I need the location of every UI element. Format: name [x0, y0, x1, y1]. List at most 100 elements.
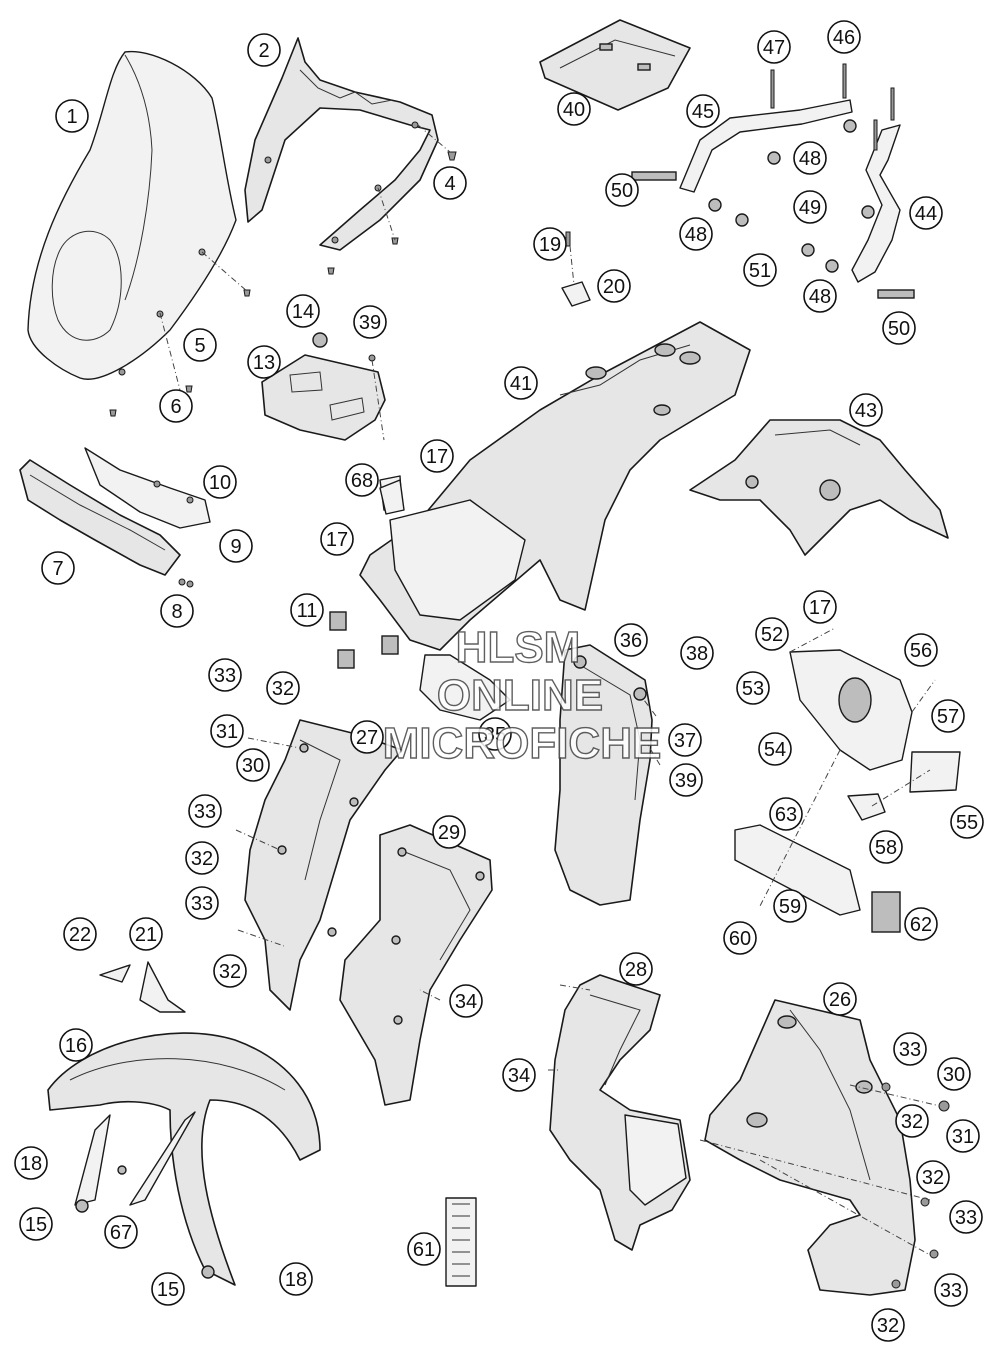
callout-circle	[247, 345, 281, 379]
callout-37: 37	[668, 723, 702, 757]
callout-number: 37	[674, 730, 696, 752]
callout-circle	[949, 1200, 983, 1234]
callout-circle	[433, 166, 467, 200]
callout-number: 2	[258, 40, 269, 62]
callout-circle	[208, 658, 242, 692]
callout-number: 39	[359, 312, 381, 334]
callout-circle	[55, 99, 89, 133]
callout-27: 27	[350, 720, 384, 754]
callout-circle	[420, 439, 454, 473]
callout-number: 18	[285, 1269, 307, 1291]
callout-62: 62	[904, 907, 938, 941]
callout-circle	[345, 463, 379, 497]
callout-59: 59	[773, 889, 807, 923]
part-small-guards	[99, 961, 186, 1013]
callout-number: 49	[799, 197, 821, 219]
callout-58: 58	[869, 830, 903, 864]
callout-circle	[279, 1262, 313, 1296]
callout-circle	[286, 294, 320, 328]
callout-number: 31	[952, 1126, 974, 1148]
callout-circle	[736, 671, 770, 705]
callout-17: 17	[420, 439, 454, 473]
callout-circle	[151, 1272, 185, 1306]
callout-circle	[849, 393, 883, 427]
callout-number: 60	[729, 928, 751, 950]
callout-33: 33	[208, 658, 242, 692]
part-front-spoiler	[19, 447, 211, 588]
callout-number: 46	[833, 27, 855, 49]
callout-number: 45	[692, 101, 714, 123]
callout-circle	[743, 253, 777, 287]
callout-number: 32	[219, 961, 241, 983]
watermark: HLSM ONLINE MICROFICHE	[382, 622, 662, 768]
callout-15: 15	[19, 1207, 53, 1241]
callout-number: 26	[829, 989, 851, 1011]
callout-60: 60	[723, 921, 757, 955]
callout-number: 41	[510, 373, 532, 395]
callout-circle	[104, 1215, 138, 1249]
callout-labels: 1245678910111314151516171717181819202122…	[14, 20, 984, 1342]
part-windscreen	[27, 50, 237, 380]
callout-number: 52	[761, 624, 783, 646]
part-clip	[561, 231, 591, 307]
part-grab-handles	[631, 63, 915, 299]
callout-number: 1	[66, 106, 77, 128]
callout-circle	[605, 173, 639, 207]
callout-number: 33	[194, 801, 216, 823]
callout-2: 2	[247, 33, 281, 67]
callout-number: 56	[910, 640, 932, 662]
callout-circle	[757, 30, 791, 64]
callout-48: 48	[793, 141, 827, 175]
callout-32: 32	[871, 1308, 905, 1342]
callout-50: 50	[605, 173, 639, 207]
callout-number: 29	[438, 822, 460, 844]
callout-13: 13	[247, 345, 281, 379]
callout-circle	[869, 830, 903, 864]
callout-number: 10	[209, 472, 231, 494]
callout-53: 53	[736, 671, 770, 705]
callout-number: 61	[413, 1239, 435, 1261]
callout-number: 35	[484, 724, 506, 746]
callout-circle	[350, 720, 384, 754]
callout-number: 27	[356, 727, 378, 749]
callout-number: 59	[779, 896, 801, 918]
callout-number: 31	[216, 721, 238, 743]
callout-number: 32	[191, 848, 213, 870]
callout-number: 48	[685, 224, 707, 246]
callout-36: 36	[614, 623, 648, 657]
callout-54: 54	[758, 732, 792, 766]
callout-39: 39	[353, 305, 387, 339]
callout-number: 18	[20, 1153, 42, 1175]
callout-number: 15	[25, 1214, 47, 1236]
callout-33: 33	[188, 794, 222, 828]
part-bracket-13	[261, 332, 386, 441]
callout-number: 50	[888, 318, 910, 340]
part-fender-insert	[419, 644, 653, 906]
callout-circle	[14, 1146, 48, 1180]
callout-22: 22	[63, 917, 97, 951]
callout-39: 39	[669, 763, 703, 797]
callout-circle	[478, 717, 512, 751]
callout-57: 57	[931, 699, 965, 733]
callout-11: 11	[290, 593, 324, 627]
callout-circle	[871, 1308, 905, 1342]
callout-number: 17	[809, 597, 831, 619]
callout-circle	[680, 636, 714, 670]
callout-circle	[679, 217, 713, 251]
callout-circle	[793, 190, 827, 224]
callout-41: 41	[504, 366, 538, 400]
callout-18: 18	[279, 1262, 313, 1296]
callout-circle	[803, 279, 837, 313]
callout-14: 14	[286, 294, 320, 328]
part-headlight-mask	[109, 37, 457, 417]
callout-32: 32	[916, 1160, 950, 1194]
callout-34: 34	[502, 1058, 536, 1092]
callout-number: 4	[444, 173, 455, 195]
callout-20: 20	[597, 269, 631, 303]
callout-9: 9	[219, 529, 253, 563]
callout-number: 28	[625, 959, 647, 981]
callout-48: 48	[679, 217, 713, 251]
part-plate-holder	[734, 649, 961, 933]
callout-number: 39	[675, 770, 697, 792]
callout-circle	[219, 529, 253, 563]
